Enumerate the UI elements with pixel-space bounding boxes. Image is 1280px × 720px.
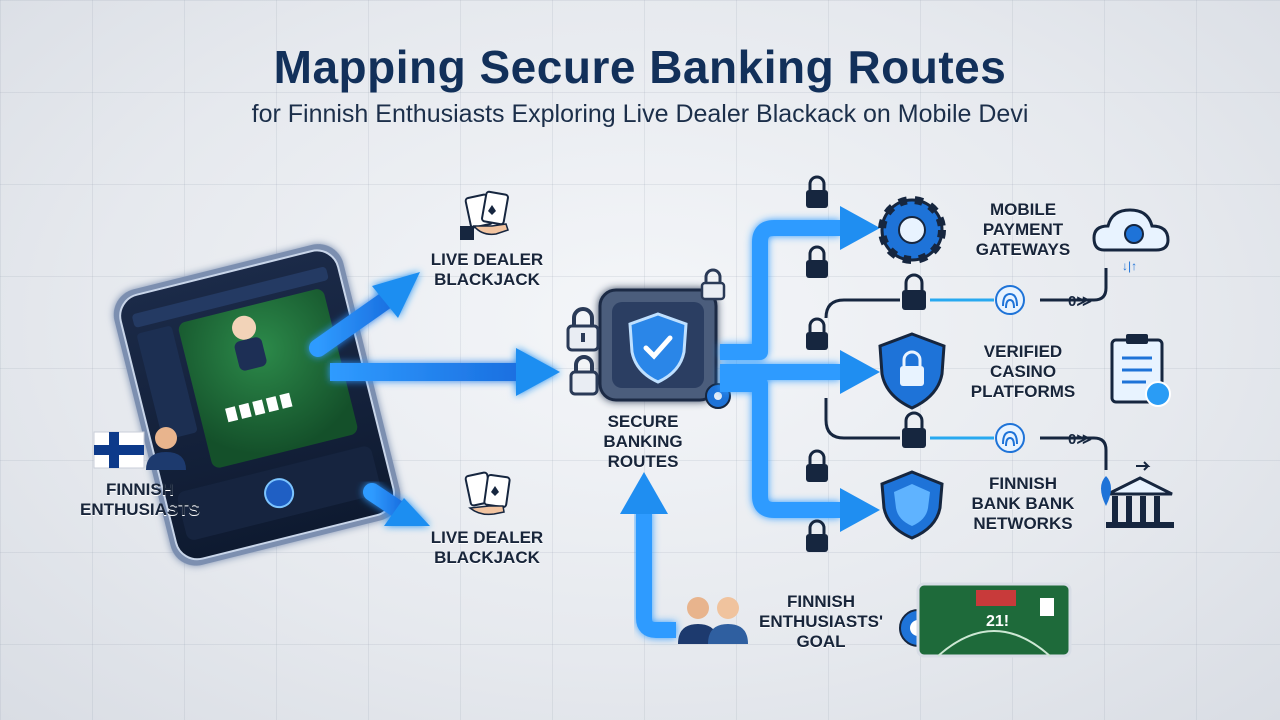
padlock-icon bbox=[902, 273, 926, 310]
label-line: ROUTES bbox=[607, 452, 679, 471]
arrow-goal-to-center bbox=[636, 510, 676, 638]
cloud-gear-icon: ↓|↑ bbox=[1092, 208, 1170, 273]
label-line: ENTHUSIASTS bbox=[80, 500, 200, 519]
cards-hand-icon bbox=[464, 471, 511, 516]
secure-link-lines bbox=[930, 298, 994, 440]
label-line: GOAL bbox=[796, 632, 846, 651]
node-live-dealer-top: LIVE DEALER BLACKJACK bbox=[412, 250, 562, 290]
node-live-dealer-bottom: LIVE DEALER BLACKJACK bbox=[412, 528, 562, 568]
connector-lines bbox=[824, 268, 1108, 470]
phone-icon bbox=[113, 244, 401, 566]
svg-text:↓|↑: ↓|↑ bbox=[1122, 259, 1137, 273]
label-line: FINNISH bbox=[989, 474, 1057, 493]
finland-flag-icon bbox=[93, 431, 145, 469]
branch-arrowheads bbox=[840, 206, 880, 532]
node-secure-banking: SECURE BANKING ROUTES bbox=[578, 412, 708, 472]
label-line: FINNISH bbox=[106, 480, 174, 499]
page-title: Mapping Secure Banking Routes bbox=[273, 41, 1007, 93]
label-line: BANKING bbox=[603, 432, 683, 451]
padlock-icon bbox=[806, 175, 828, 208]
padlock-icon bbox=[806, 519, 828, 552]
page-subtitle: for Finnish Enthusiasts Exploring Live D… bbox=[251, 100, 1029, 128]
node-mobile-payment: MOBILE PAYMENT GATEWAYS bbox=[960, 200, 1086, 260]
padlock-icon bbox=[700, 268, 726, 301]
label-line: NETWORKS bbox=[973, 514, 1073, 533]
fingerprint-icon bbox=[995, 285, 1025, 315]
label-line: SECURE bbox=[607, 412, 679, 431]
label-line: CASINO bbox=[989, 362, 1057, 381]
label-line: BLACKJACK bbox=[434, 548, 540, 567]
bank-icon bbox=[1101, 461, 1174, 528]
padlock-icon bbox=[806, 317, 828, 350]
label-line: LIVE DEALER bbox=[430, 528, 544, 547]
padlock-icon bbox=[569, 355, 599, 396]
padlock-icon bbox=[566, 307, 600, 352]
game-score: 21! bbox=[986, 613, 1009, 630]
node-goal: FINNISH ENTHUSIASTS' GOAL bbox=[746, 592, 896, 652]
node-finnish-bank: FINNISH BANK BANK NETWORKS bbox=[956, 474, 1090, 534]
label-line: ENTHUSIASTS' bbox=[759, 612, 883, 631]
label-line: LIVE DEALER bbox=[430, 250, 544, 269]
checklist-icon bbox=[1110, 334, 1171, 407]
node-finnish-enthusiasts: FINNISH ENTHUSIASTS bbox=[60, 480, 220, 520]
arrow-code-bottom: 0≫ bbox=[1068, 431, 1092, 448]
padlock-icon bbox=[806, 245, 828, 278]
arrow-phone-to-top bbox=[309, 272, 420, 357]
shield-lock-icon bbox=[878, 332, 946, 410]
arrow-goal-head bbox=[620, 472, 668, 514]
blackjack-table-icon bbox=[916, 582, 1072, 658]
arrow-phone-to-bottom bbox=[363, 483, 430, 526]
padlock-icon bbox=[806, 449, 828, 482]
label-line: PLATFORMS bbox=[970, 382, 1076, 401]
label-line: PAYMENT bbox=[982, 220, 1064, 239]
branch-arrows bbox=[720, 220, 840, 518]
label-line: VERIFIED bbox=[983, 342, 1063, 361]
label-line: GATEWAYS bbox=[975, 240, 1071, 259]
arrow-phone-to-center bbox=[330, 348, 560, 396]
gear-icon bbox=[878, 196, 946, 264]
label-line: BLACKJACK bbox=[434, 270, 540, 289]
person-icon bbox=[146, 427, 186, 470]
shield-badge-icon bbox=[880, 470, 944, 540]
label-line: MOBILE bbox=[989, 200, 1057, 219]
arrow-code-top: 0≫ bbox=[1068, 293, 1092, 310]
two-people-icon bbox=[678, 597, 748, 644]
cards-hand-icon bbox=[460, 190, 509, 240]
fingerprint-icon bbox=[995, 423, 1025, 453]
padlock-icon bbox=[902, 411, 926, 448]
vault-shield-icon bbox=[598, 288, 718, 402]
label-line: BANK BANK bbox=[971, 494, 1075, 513]
node-verified-casino: VERIFIED CASINO PLATFORMS bbox=[956, 342, 1090, 402]
label-line: FINNISH bbox=[787, 592, 855, 611]
